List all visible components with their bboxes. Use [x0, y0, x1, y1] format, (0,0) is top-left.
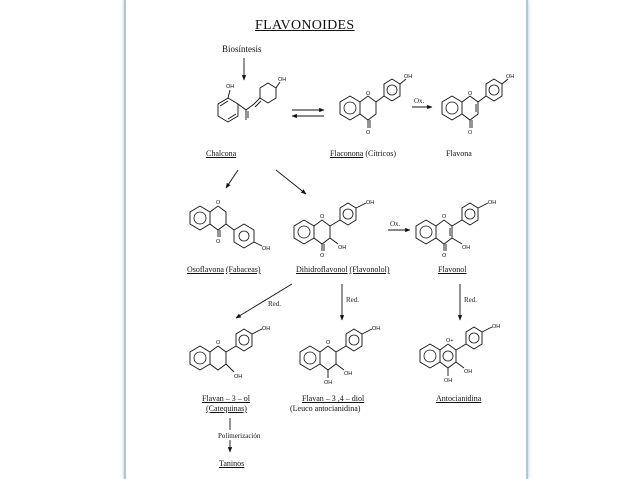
flavan3ol-structure: O OH OH [189, 326, 270, 380]
chalcona-structure: OH OH [217, 77, 286, 123]
flavonol-structure: O O OH OH [415, 200, 496, 259]
flavona-o-label: O [468, 91, 473, 97]
flavan3ol-o-label: O [216, 340, 221, 346]
label-osoflavona: Osoflavona (Fabaceas) [187, 265, 261, 274]
arrow-to-dihidroflavonol [275, 169, 307, 195]
antocianidina-oplus-label: O+ [446, 338, 454, 344]
flavona-structure: O O OH [441, 74, 514, 136]
equilibrium-arrow [291, 107, 325, 119]
label-chalcona: Chalcona [206, 149, 237, 158]
biosintesis-label: Biosíntesis [222, 44, 262, 54]
red-arrow-flavan3ol [235, 283, 293, 319]
flavonol-o-label: O [442, 214, 447, 220]
antocianidina-oh3-label: OH [464, 369, 472, 375]
flavonol-oh-label: OH [462, 245, 470, 251]
osoflavona-oh-label: OH [262, 246, 270, 252]
osoflavona-structure: O O OH [189, 200, 270, 252]
label-flaconona: Flaconona (Cítricos) [330, 149, 396, 158]
dihidroflavonol-oh-label: OH [338, 245, 346, 251]
flavan34diol-oh3-label: OH [344, 371, 352, 377]
dihidroflavonol-keto-label: O [320, 253, 325, 259]
red-label-3: Red. [464, 296, 478, 304]
flavona-keto-label: O [468, 130, 473, 136]
page-title: FLAVONOIDES [255, 18, 355, 33]
polimerizacion-label: Polimerización [218, 432, 261, 440]
flaconona-o-label: O [366, 91, 371, 97]
dihidroflavonol-oh-label-2: OH [366, 200, 374, 206]
label-leuco-antocianidina: (Leuco antocianidina) [290, 404, 361, 413]
label-flavona: Flavona [446, 149, 472, 158]
red-label-1: Red. [268, 300, 282, 308]
flavona-oh-label: OH [506, 74, 514, 80]
label-antocianidina: Antocianidina [436, 394, 482, 403]
flaconona-keto-label: O [366, 130, 371, 136]
label-dihidroflavonol: Dihidroflavonol (Flavonolol) [296, 265, 390, 274]
flavonol-keto-label: O [442, 253, 447, 259]
ox-label-1: Ox. [414, 97, 425, 105]
flavan34diol-oh-label-2: OH [372, 326, 380, 332]
dihidroflavonol-o-label: O [320, 214, 325, 220]
chalcona-oh-label: OH [226, 84, 234, 90]
document-page [124, 0, 528, 479]
osoflavona-keto-label: O [216, 239, 221, 245]
antocianidina-oh4-label: OH [444, 378, 452, 384]
antocianidina-oh-label-2: OH [492, 324, 500, 330]
flavan34diol-structure: O OH OH OH [299, 326, 380, 386]
antocianidina-structure: O+ OH OH OH [419, 324, 500, 384]
flavan3ol-oh-label: OH [234, 374, 242, 380]
arrow-to-osoflavona [225, 169, 239, 189]
flavonol-oh-label-2: OH [488, 200, 496, 206]
chalcona-oh-label-2: OH [278, 77, 286, 83]
flaconona-oh-label: OH [404, 74, 412, 80]
label-flavan34diol: Flavan – 3 ,4 – diol [302, 394, 365, 403]
osoflavona-o-label: O [216, 200, 221, 206]
label-catequinas: (Catequinas) [206, 404, 247, 413]
ox-label-2: Ox. [390, 220, 401, 228]
flavan3ol-oh-label-2: OH [262, 326, 270, 332]
label-flavonol: Flavonol [438, 265, 467, 274]
red-label-2: Red. [346, 296, 360, 304]
dihidroflavonol-structure: O O OH OH [293, 200, 374, 259]
flavan34diol-oh4-label: OH [324, 380, 332, 386]
flavan34diol-o-label: O [326, 340, 331, 346]
flaconona-structure: O O OH [339, 74, 412, 136]
label-taninos: Taninos [219, 459, 245, 468]
label-flavan3ol: Flavan – 3 – ol [202, 394, 250, 403]
